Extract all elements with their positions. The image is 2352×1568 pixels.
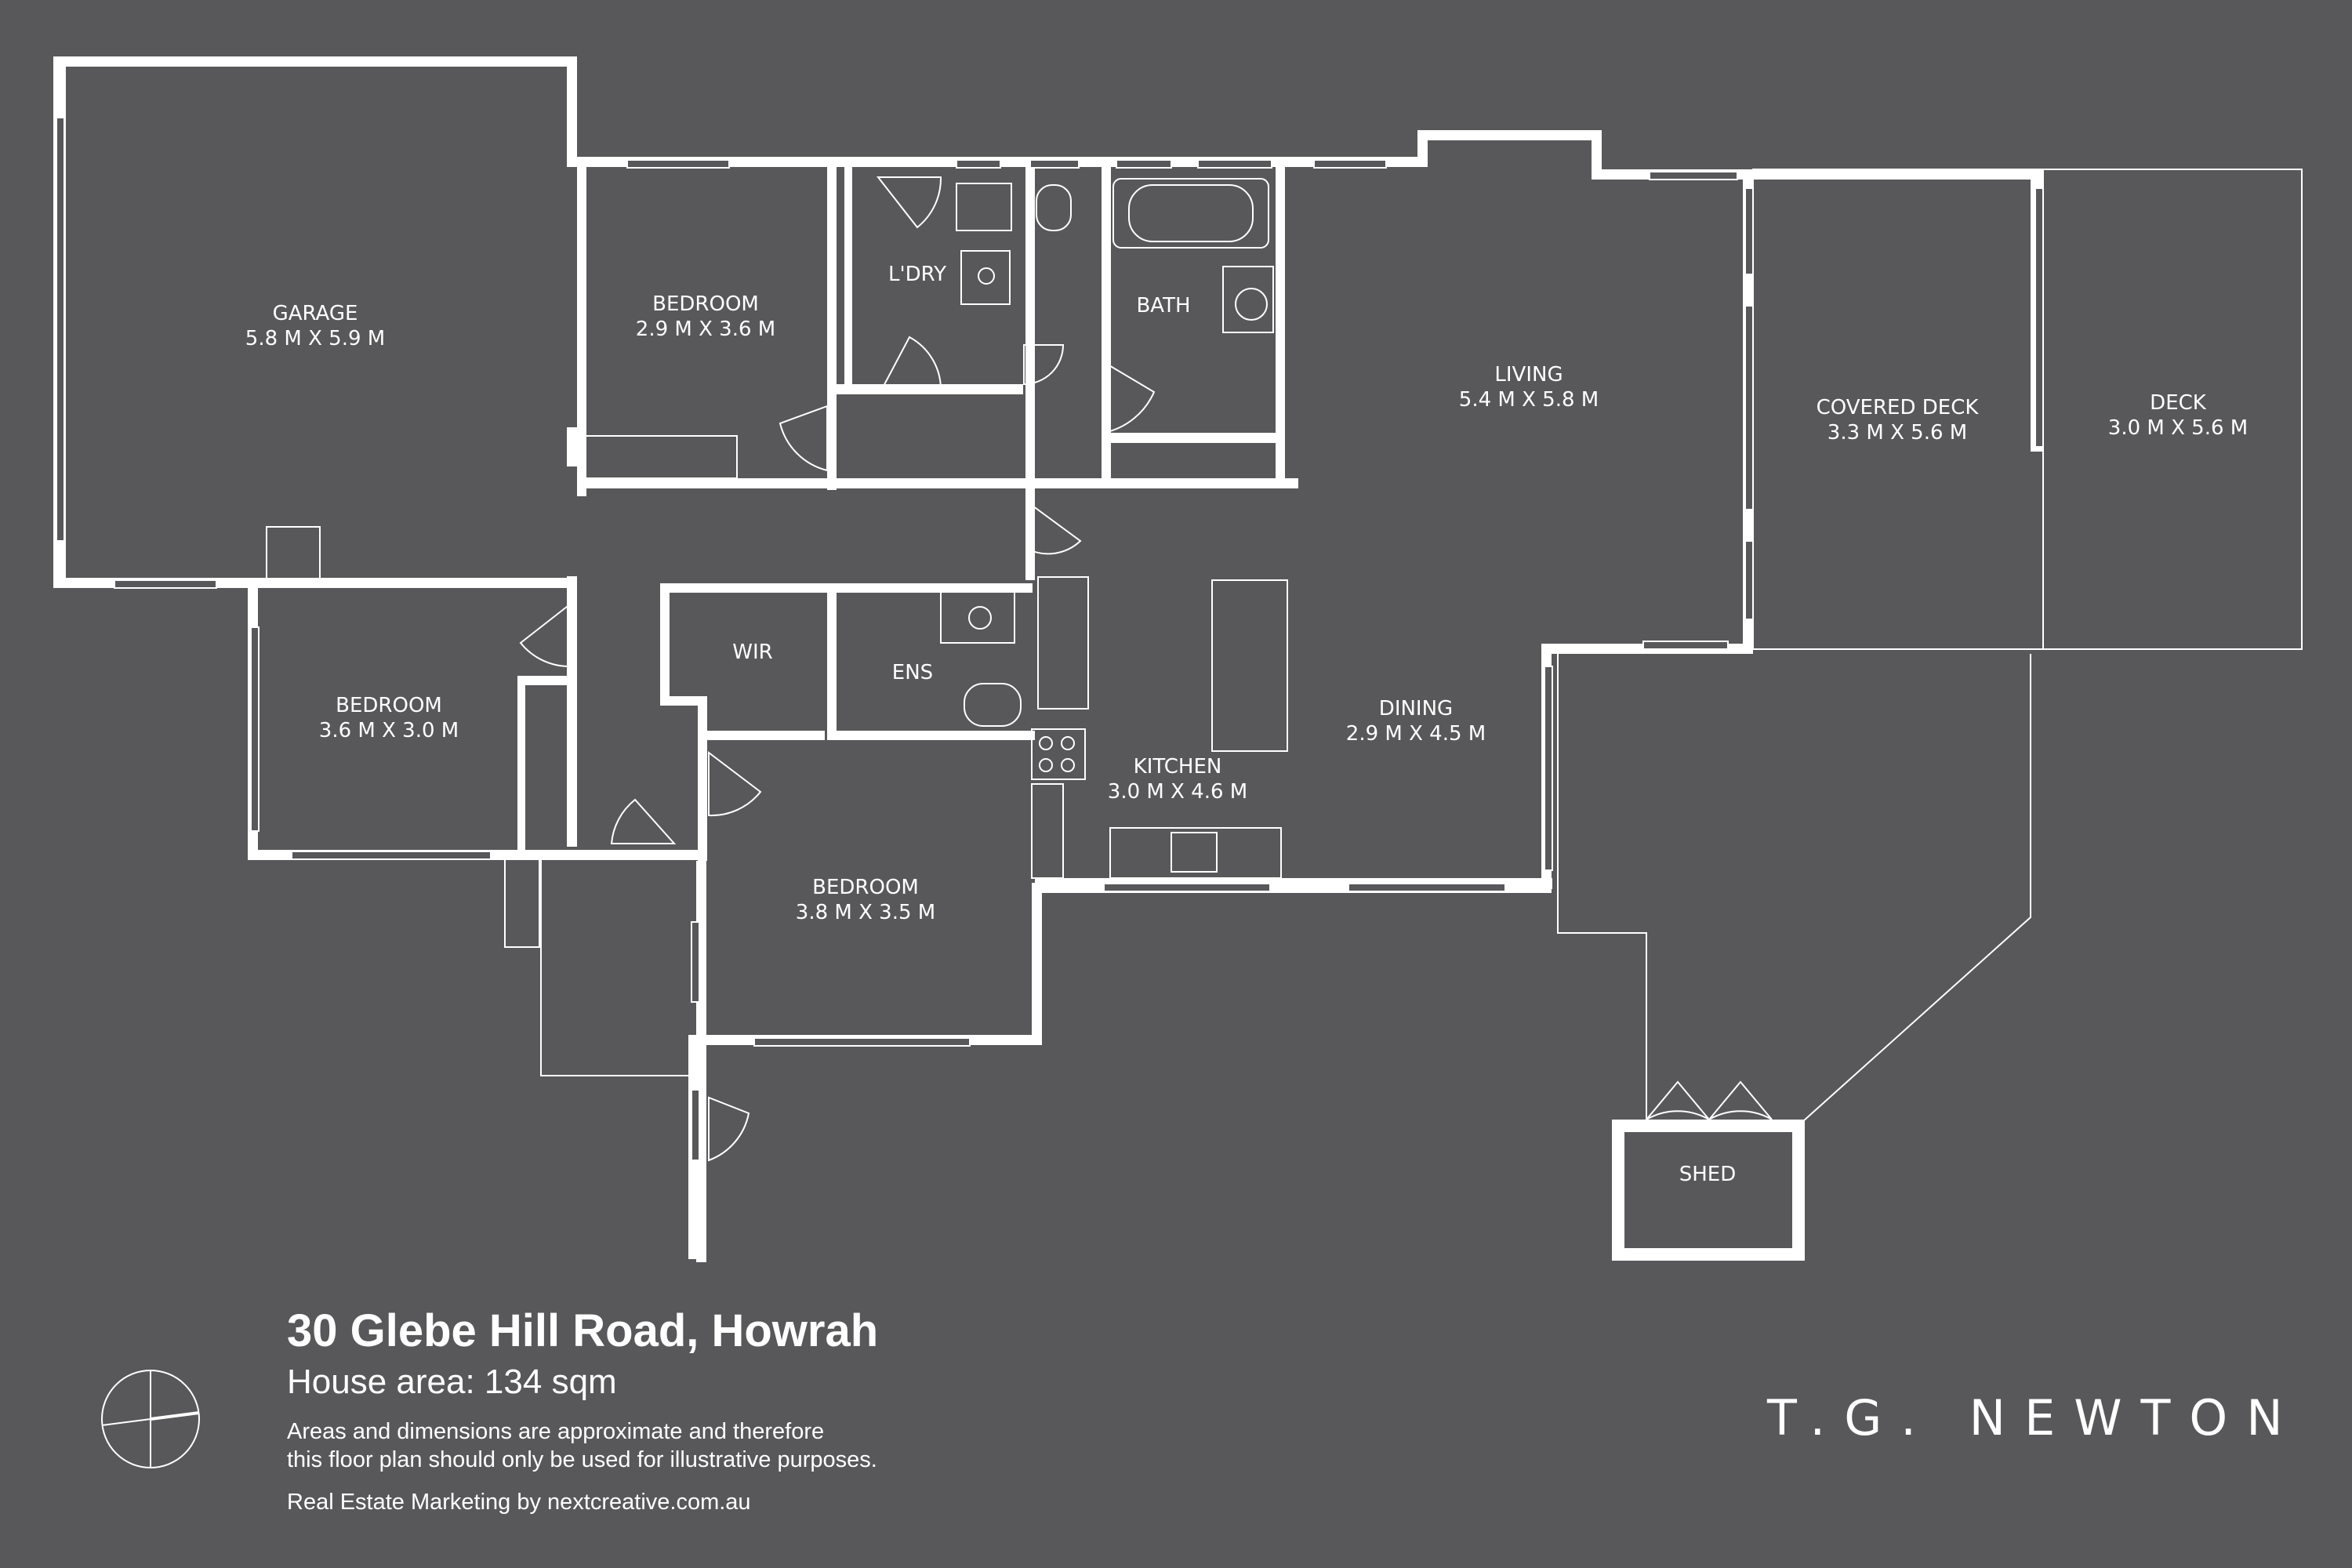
kitchen-name: KITCHEN: [1134, 755, 1222, 779]
house-area: House area: 134 sqm: [287, 1363, 617, 1401]
brand-logo: T.G. NEWTON: [1767, 1389, 2302, 1446]
garage-dims: 5.8 M X 5.9 M: [245, 327, 385, 350]
covered-deck-name: COVERED DECK: [1817, 396, 1980, 419]
bedroom-left-name: BEDROOM: [336, 694, 442, 717]
windows: [56, 117, 2044, 1161]
laundry-name: L'DRY: [888, 263, 946, 286]
kitchen-dims: 3.0 M X 4.6 M: [1108, 780, 1247, 804]
property-address: 30 Glebe Hill Road, Howrah: [287, 1305, 879, 1356]
bath-name: BATH: [1136, 294, 1190, 318]
bedroom-left-dims: 3.6 M X 3.0 M: [319, 719, 459, 742]
shed: [1612, 1120, 1805, 1261]
dining-dims: 2.9 M X 4.5 M: [1346, 722, 1486, 746]
wir-name: WIR: [732, 641, 772, 664]
marketing-credit: Real Estate Marketing by nextcreative.co…: [287, 1490, 751, 1515]
deck-name: DECK: [2150, 391, 2207, 415]
garage-name: GARAGE: [273, 302, 358, 325]
ensuite-name: ENS: [892, 661, 933, 684]
doors: [519, 176, 1773, 1162]
living-dims: 5.4 M X 5.8 M: [1459, 388, 1599, 412]
disclaimer: Areas and dimensions are approximate and…: [287, 1417, 877, 1474]
disclaimer-line-1: Areas and dimensions are approximate and…: [287, 1419, 825, 1444]
bedroom-main-name: BEDROOM: [812, 876, 919, 899]
room-labels: GARAGE 5.8 M X 5.9 M BEDROOM 2.9 M X 3.6…: [245, 263, 2248, 1186]
covered-deck-dims: 3.3 M X 5.6 M: [1828, 421, 1967, 445]
dining-name: DINING: [1379, 697, 1453, 720]
living-name: LIVING: [1494, 363, 1563, 387]
bedroom-main-dims: 3.8 M X 3.5 M: [796, 901, 935, 924]
fixtures: [266, 178, 2031, 1076]
disclaimer-line-2: this floor plan should only be used for …: [287, 1447, 877, 1472]
shed-name: SHED: [1679, 1163, 1737, 1186]
bedroom-top-dims: 2.9 M X 3.6 M: [636, 318, 775, 341]
bedroom-top-name: BEDROOM: [652, 292, 759, 316]
deck-dims: 3.0 M X 5.6 M: [2108, 416, 2248, 440]
compass-icon: [101, 1370, 200, 1468]
